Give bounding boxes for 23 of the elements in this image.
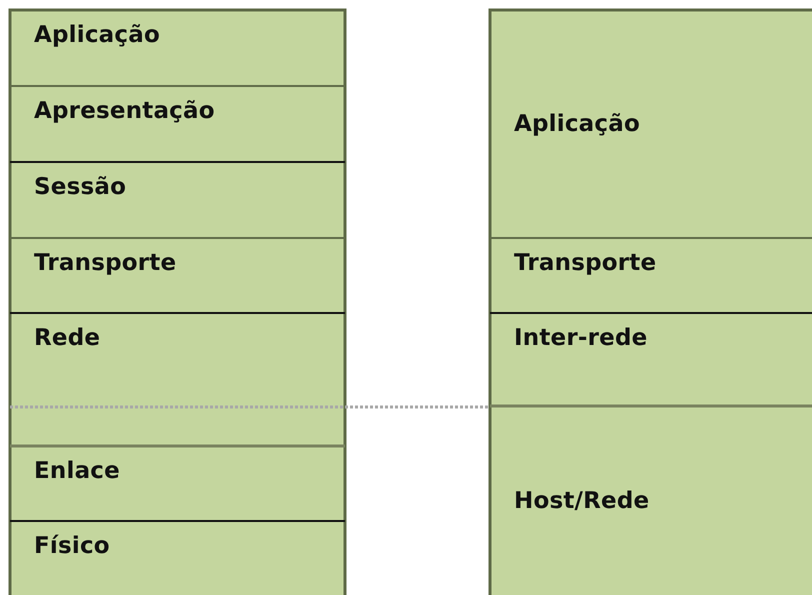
layer-box: [10, 313, 345, 407]
layer-label: Apresentação: [34, 98, 215, 124]
layer-label: Rede: [34, 325, 100, 351]
empty-layer-box: [10, 407, 345, 446]
layer-box: [10, 521, 345, 595]
layer-label: Host/Rede: [514, 488, 650, 514]
layer-box: [490, 238, 812, 313]
layer-label: Sessão: [34, 174, 126, 200]
layer-box: [10, 162, 345, 238]
layer-label: Aplicação: [34, 22, 160, 48]
layer-box: [490, 313, 812, 406]
layer-box: [10, 10, 345, 86]
layer-label: Enlace: [34, 458, 120, 484]
layer-label: Transporte: [34, 250, 176, 276]
layer-box: [490, 10, 812, 238]
layer-label: Físico: [34, 533, 110, 559]
layer-box: [10, 446, 345, 521]
layer-label: Aplicação: [514, 111, 640, 137]
layer-label: Inter-rede: [514, 325, 648, 351]
layer-box: [10, 238, 345, 313]
layer-box: [490, 406, 812, 595]
layer-box: [10, 86, 345, 162]
layer-label: Transporte: [514, 250, 656, 276]
